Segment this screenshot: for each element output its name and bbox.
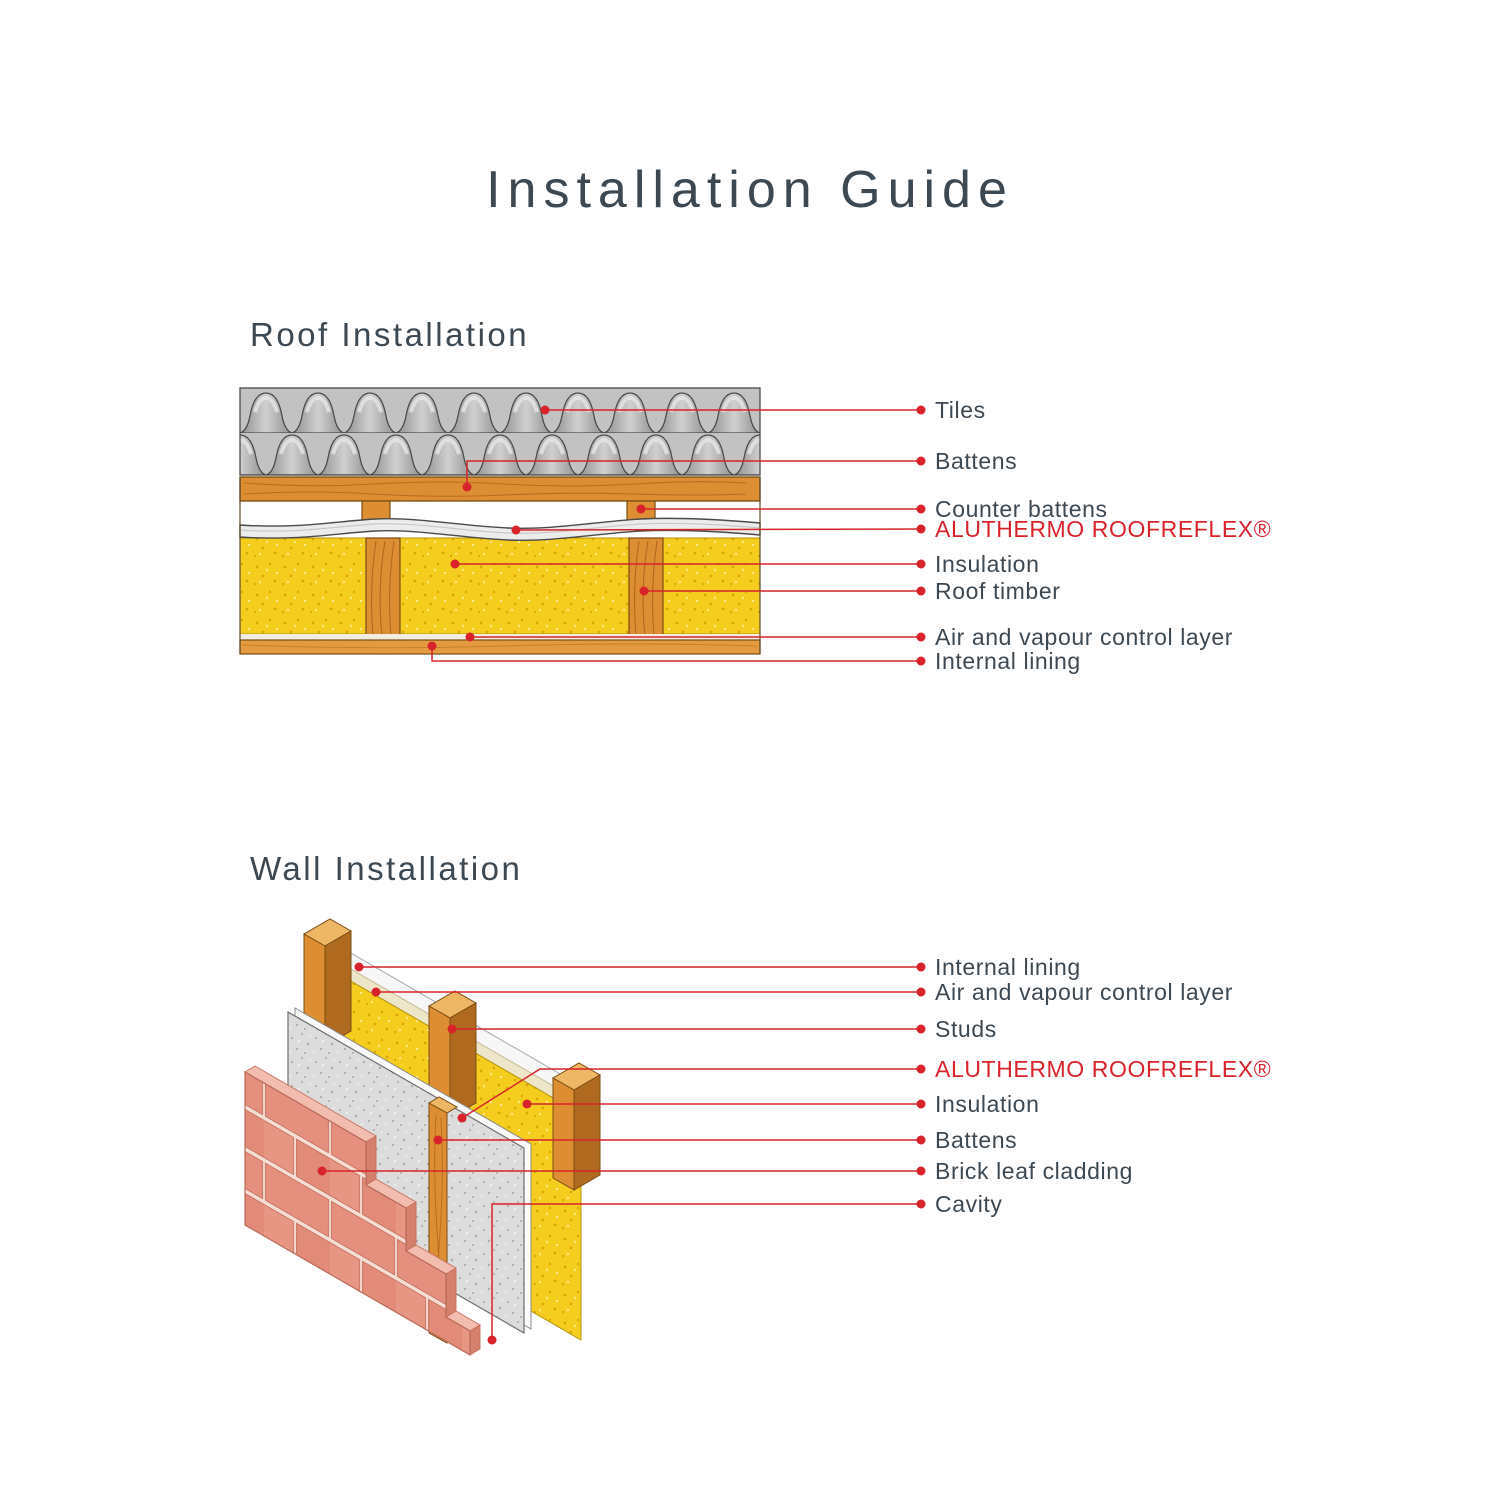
roof-label-tiles: Tiles [935, 397, 986, 423]
wall-leader-lines [322, 966, 921, 1340]
wall-label-avcl: Air and vapour control layer [935, 979, 1234, 1005]
wall-section-heading: Wall Installation [250, 850, 523, 887]
roof-label-avcl: Air and vapour control layer [935, 624, 1234, 650]
battens-layer [239, 476, 761, 502]
wall-diagram [244, 918, 602, 1357]
roof-label-battens: Battens [935, 448, 1018, 474]
roof-diagram [239, 387, 761, 655]
roof-rafter-left [365, 537, 401, 641]
counter-batten-left [361, 500, 391, 522]
roof-section-heading: Roof Installation [250, 316, 530, 353]
wall-label-insulation: Insulation [935, 1091, 1040, 1117]
wall-label-battens: Battens [935, 1127, 1018, 1153]
wall-label-studs: Studs [935, 1016, 997, 1042]
roof-lining-layer [239, 639, 761, 655]
roof-label-counter-battens: Counter battens [935, 496, 1108, 522]
wall-brick-leaf [244, 1065, 481, 1357]
wall-label-aluthermo: ALUTHERMO ROOFREFLEX® [935, 1056, 1272, 1082]
wall-leader-dots [317, 962, 926, 1345]
roof-label-aluthermo: ALUTHERMO ROOFREFLEX® [935, 516, 1272, 542]
roof-leader-dots [427, 405, 926, 666]
tiles-outline [239, 387, 761, 476]
page-title: Installation Guide [486, 161, 1014, 219]
roof-insulation-layer [239, 537, 761, 635]
wall-label-brick-leaf: Brick leaf cladding [935, 1158, 1134, 1184]
tiles-row-2 [240, 430, 760, 475]
wall-label-internal-lining: Internal lining [935, 954, 1081, 980]
roof-leader-lines [431, 409, 922, 662]
roof-label-internal-lining: Internal lining [935, 648, 1081, 674]
roof-label-insulation: Insulation [935, 551, 1040, 577]
wall-label-cavity: Cavity [935, 1191, 1003, 1217]
roof-label-roof-timber: Roof timber [935, 578, 1061, 604]
